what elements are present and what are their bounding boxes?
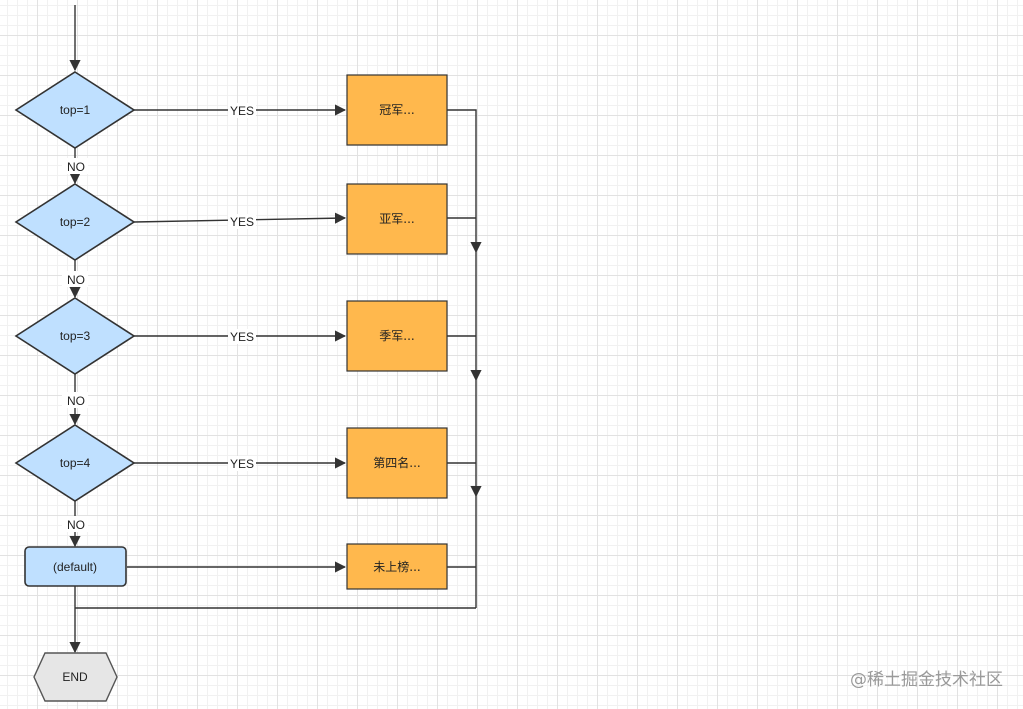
action-box-2-label: 亚军... [379,212,414,226]
default-node[interactable]: (default) [24,546,127,587]
no-label-4: NO [67,518,85,532]
decision-top1-label: top=1 [60,103,91,117]
end-node-label: END [62,670,88,684]
watermark-text: @稀土掘金技术社区 [850,670,1003,690]
yes-label-2: YES [230,215,254,229]
action-box-3[interactable]: 季军... [346,300,448,372]
yes-label-3: YES [230,330,254,344]
return-edge-1 [447,109,482,254]
no-label-3: NO [67,394,85,408]
decision-top3[interactable]: top=3 [14,297,136,375]
no-label-2: NO [67,273,85,287]
yes-label-1: YES [230,104,254,118]
default-node-label: (default) [53,560,97,574]
decision-top2[interactable]: top=2 [14,183,136,261]
action-box-4-label: 第四名... [373,455,420,470]
decision-top2-label: top=2 [60,215,91,229]
action-box-1-label: 冠军... [379,103,414,117]
action-box-1[interactable]: 冠军... [346,74,448,146]
yes-label-4: YES [230,457,254,471]
no-label-1: NO [67,160,85,174]
decision-top1[interactable]: top=1 [14,71,136,149]
action-box-4[interactable]: 第四名... [346,427,448,499]
end-node[interactable]: END [33,652,118,702]
action-box-default-label: 未上榜... [373,559,420,574]
action-box-3-label: 季军... [379,329,414,343]
action-box-2[interactable]: 亚军... [346,183,448,255]
action-box-default[interactable]: 未上榜... [346,543,448,590]
decision-top4[interactable]: top=4 [14,424,136,502]
decision-top3-label: top=3 [60,329,91,343]
decision-top4-label: top=4 [60,456,91,470]
